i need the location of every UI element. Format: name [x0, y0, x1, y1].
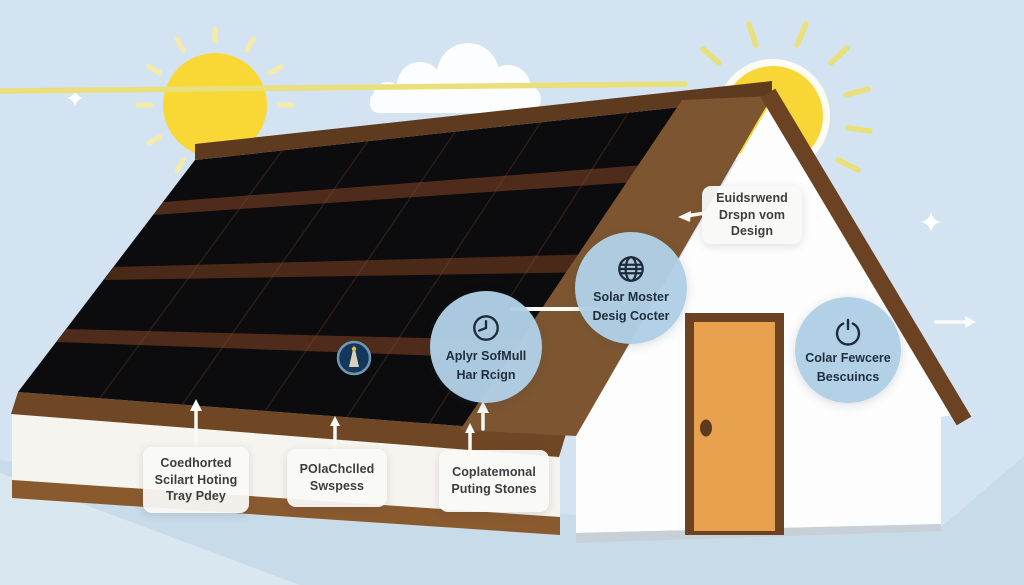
- clock-circle-line1: Aplyr SofMull: [445, 348, 527, 363]
- house-side-wall: [12, 414, 560, 517]
- globe-icon: [618, 255, 644, 282]
- tray-callout-line2: Scilart Hoting: [154, 472, 238, 487]
- colar-fewcere-circle: Colar Fewcere Bescuincs: [795, 297, 901, 403]
- callout-arrows: [194, 210, 970, 453]
- stones-callout-line1: Coplatemonal: [452, 465, 536, 480]
- roof-right-trim: [760, 88, 972, 426]
- globe-circle-line2: Desig Cocter: [592, 308, 670, 323]
- sparkle-icon: [921, 212, 941, 232]
- globe-circle-line1: Solar Moster: [593, 289, 669, 304]
- apply-sofmull-circle: Aplyr SofMull Har Rcign: [430, 291, 542, 403]
- design-callout-line3: Design: [730, 224, 774, 239]
- swspess-callout-line1: POlaChclled: [299, 462, 375, 477]
- design-callout-line2: Drspn vom: [718, 207, 786, 222]
- design-callout-label: Euidsrwend Drspn vom Design: [702, 186, 802, 244]
- swspess-callout-label: POlaChclled Swspess: [287, 449, 387, 507]
- stones-callout-label: Coplatemonal Puting Stones: [439, 450, 549, 512]
- tray-callout-line3: Tray Pdey: [166, 489, 226, 504]
- design-callout-line1: Euidsrwend: [716, 190, 788, 205]
- swspess-callout-line2: Swspess: [309, 479, 365, 493]
- roof-badge-icon: [336, 340, 372, 376]
- roof-fascia: [11, 392, 566, 457]
- clock-circle-line2: Har Rcign: [456, 367, 516, 382]
- power-circle-line1: Colar Fewcere: [805, 350, 891, 365]
- solar-master-design-circle: Solar Moster Desig Cocter: [575, 232, 687, 344]
- clock-icon: [473, 314, 499, 341]
- door-knob-icon: [700, 419, 712, 437]
- power-icon: [835, 318, 861, 346]
- sparkle-icon: [66, 89, 84, 107]
- stones-callout-line2: Puting Stones: [451, 482, 537, 496]
- power-circle-line2: Bescuincs: [816, 369, 880, 384]
- front-door: [685, 313, 784, 535]
- roof-ridge-board: [195, 81, 772, 160]
- tray-callout-label: Coedhorted Scilart Hoting Tray Pdey: [143, 447, 249, 513]
- tray-callout-line1: Coedhorted: [160, 455, 232, 470]
- callout-arrowheads: [190, 211, 976, 433]
